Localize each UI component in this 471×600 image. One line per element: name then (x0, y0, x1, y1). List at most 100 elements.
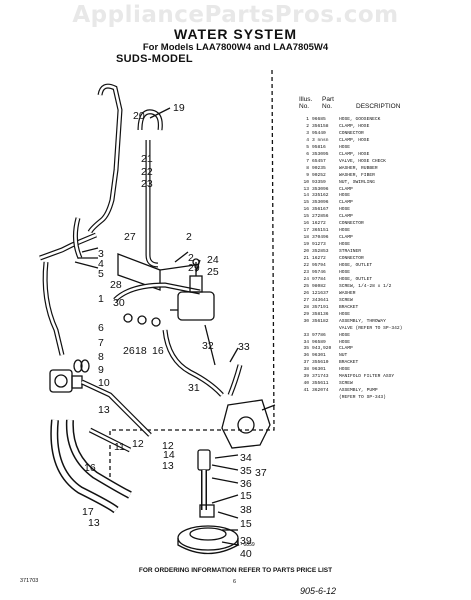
callout-number: 19 (173, 102, 185, 114)
part-no: 96301 (312, 367, 326, 373)
part-no: 98082 (312, 283, 326, 289)
illus-no: 35 (303, 346, 309, 352)
illus-no: 37 (303, 360, 309, 366)
callout-number: 31 (188, 382, 200, 394)
illus-no: 2 (306, 123, 309, 129)
callout-number: 23 (141, 178, 153, 190)
part-no: 93359 (312, 179, 326, 185)
description: HOSE, GOOSENECK (339, 117, 381, 122)
doc-code: 371703 (20, 578, 39, 584)
page-title: WATER SYSTEM (174, 26, 297, 42)
page-subtitle: For Models LAA7800W4 and LAA7805W4 (142, 42, 329, 53)
part-no: 352853 (312, 249, 329, 255)
description: ASSEMBLY, PUMP (339, 388, 378, 394)
callout-number: 15 (240, 518, 252, 530)
description: MANIFOLD FILTER ASSY (339, 374, 395, 380)
callout-number: 15 (240, 490, 252, 502)
illus-no: 18 (303, 235, 309, 241)
illus-no: 34 (303, 339, 309, 345)
part-no: 95816 (312, 144, 326, 150)
part-no: 95794 (312, 263, 326, 269)
illus-no: 7 (306, 158, 309, 164)
part-no: 353095 (312, 151, 329, 157)
callout-number: 7 (98, 337, 104, 349)
illus-no: 27 (303, 297, 309, 303)
callout-number: 2 (188, 252, 194, 264)
description: HOSE (339, 332, 351, 338)
illus-no: 40 (303, 381, 309, 387)
part-no: 95440 (312, 130, 326, 136)
description: CLAMP (339, 200, 353, 206)
table-row: VALVE (REFER TO SP-342) (296, 326, 466, 333)
illus-no: 25 (303, 283, 309, 289)
callout-number: 16 (84, 462, 96, 474)
ref-code: A - 0859 (236, 542, 255, 548)
illus-no: 10 (303, 179, 309, 185)
callout-number: 32 (202, 340, 214, 352)
part-no: 371743 (312, 374, 329, 380)
callout-number: 27 (124, 231, 136, 243)
table-row: (REFER TO SP-343) (296, 395, 466, 402)
callout-number: 26 (123, 345, 135, 357)
table-head-illus: Illus.No. (299, 96, 313, 110)
illus-no: 8 (306, 165, 309, 171)
illus-no: 17 (303, 228, 309, 234)
description: CLAMP (339, 214, 353, 220)
illus-no: 13 (303, 186, 309, 192)
illus-no: 30 (303, 318, 309, 324)
callout-number: 39 (240, 535, 252, 547)
illus-no: 19 (303, 242, 309, 248)
description: CONNECTOR (339, 256, 364, 262)
description: CLAMP, HOSE (339, 137, 370, 143)
illus-no: 22 (303, 263, 309, 269)
illus-no: 26 (303, 290, 309, 296)
part-no: 95746 (312, 269, 326, 275)
callout-number: 10 (98, 377, 110, 389)
callout-number: 37 (255, 467, 267, 479)
description: HOSE (339, 242, 351, 248)
part-no (312, 395, 339, 402)
part-no: 356167 (312, 207, 329, 213)
part-no: 356158 (312, 123, 329, 129)
part-no: 353096 (312, 200, 329, 206)
callout-number: 40 (240, 548, 252, 560)
illus-no (296, 326, 312, 333)
callout-number: 18 (135, 345, 147, 357)
description: HOSE (339, 144, 351, 150)
part-no: 96685 (312, 117, 326, 122)
illus-no: 15 (303, 200, 309, 206)
illus-no: 9 (306, 172, 309, 178)
illus-no: 33 (303, 332, 309, 338)
callout-number: 8 (98, 351, 104, 363)
callout-number: 21 (141, 153, 153, 165)
callout-number: 13 (88, 517, 100, 529)
part-no: 97786 (312, 332, 326, 338)
part-no: 355611 (312, 381, 329, 387)
description: BRACKET (339, 360, 359, 366)
callout-number: 20 (133, 110, 145, 122)
callout-number: 16 (152, 345, 164, 357)
description: HOSE, OUTLET (339, 263, 373, 269)
callout-number: 5 (98, 268, 104, 280)
description: NUT (339, 353, 348, 359)
